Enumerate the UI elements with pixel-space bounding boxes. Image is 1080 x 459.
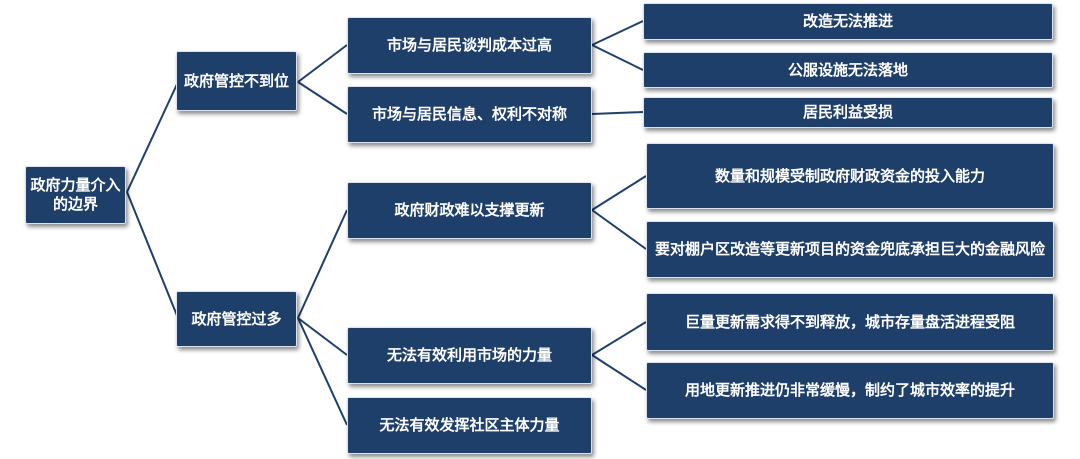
connector-child-2-1-to-leaf-1 — [591, 175, 647, 211]
connector-branch-1-to-child-1 — [297, 44, 348, 83]
connector-child-2-1-to-leaf-2 — [591, 209, 647, 250]
connector-branch-1-to-child-2 — [297, 81, 348, 115]
connector-child-2-2-to-leaf-1 — [591, 321, 647, 356]
connector-branch-2-to-child-1 — [297, 209, 348, 319]
child-node-community-force: 无法有效发挥社区主体力量 — [347, 397, 592, 454]
connector-branch-2-to-child-2 — [297, 317, 348, 356]
child-node-information-asymmetry: 市场与居民信息、权利不对称 — [347, 86, 592, 143]
branch-node-control-insufficient: 政府管控不到位 — [176, 51, 297, 111]
leaf-node-financial-risk: 要对棚户区改造等更新项目的资金兜底承担巨大的金融风险 — [646, 221, 1054, 278]
connector-child-2-2-to-leaf-2 — [591, 354, 647, 391]
connector-root-to-branch-1 — [126, 81, 179, 193]
root-node: 政府力量介入的边界 — [25, 166, 126, 224]
branch-node-control-excessive: 政府管控过多 — [176, 291, 297, 347]
connector-root-to-branch-2 — [126, 191, 179, 319]
child-node-market-force: 无法有效利用市场的力量 — [347, 327, 592, 384]
leaf-node-fiscal-capacity-limit: 数量和规模受制政府财政资金的投入能力 — [646, 143, 1054, 209]
leaf-node-resident-interests-harmed: 居民利益受损 — [643, 97, 1053, 128]
leaf-node-land-renewal-slow: 用地更新推进仍非常缓慢，制约了城市效率的提升 — [646, 362, 1054, 419]
connector-branch-2-to-child-3 — [297, 317, 348, 426]
leaf-node-facilities-unrealized: 公服设施无法落地 — [643, 52, 1053, 88]
connector-child-1-1-to-leaf-1 — [591, 20, 644, 46]
connector-child-1-2-to-leaf-1 — [591, 111, 644, 115]
child-node-negotiation-cost: 市场与居民谈判成本过高 — [347, 17, 592, 74]
child-node-fiscal-difficulty: 政府财政难以支撑更新 — [347, 182, 592, 239]
leaf-node-renewal-stalled: 改造无法推进 — [643, 3, 1053, 40]
connector-child-1-1-to-leaf-2 — [591, 44, 644, 71]
leaf-node-demand-unreleased: 巨量更新需求得不到释放，城市存量盘活进程受阻 — [646, 293, 1054, 351]
